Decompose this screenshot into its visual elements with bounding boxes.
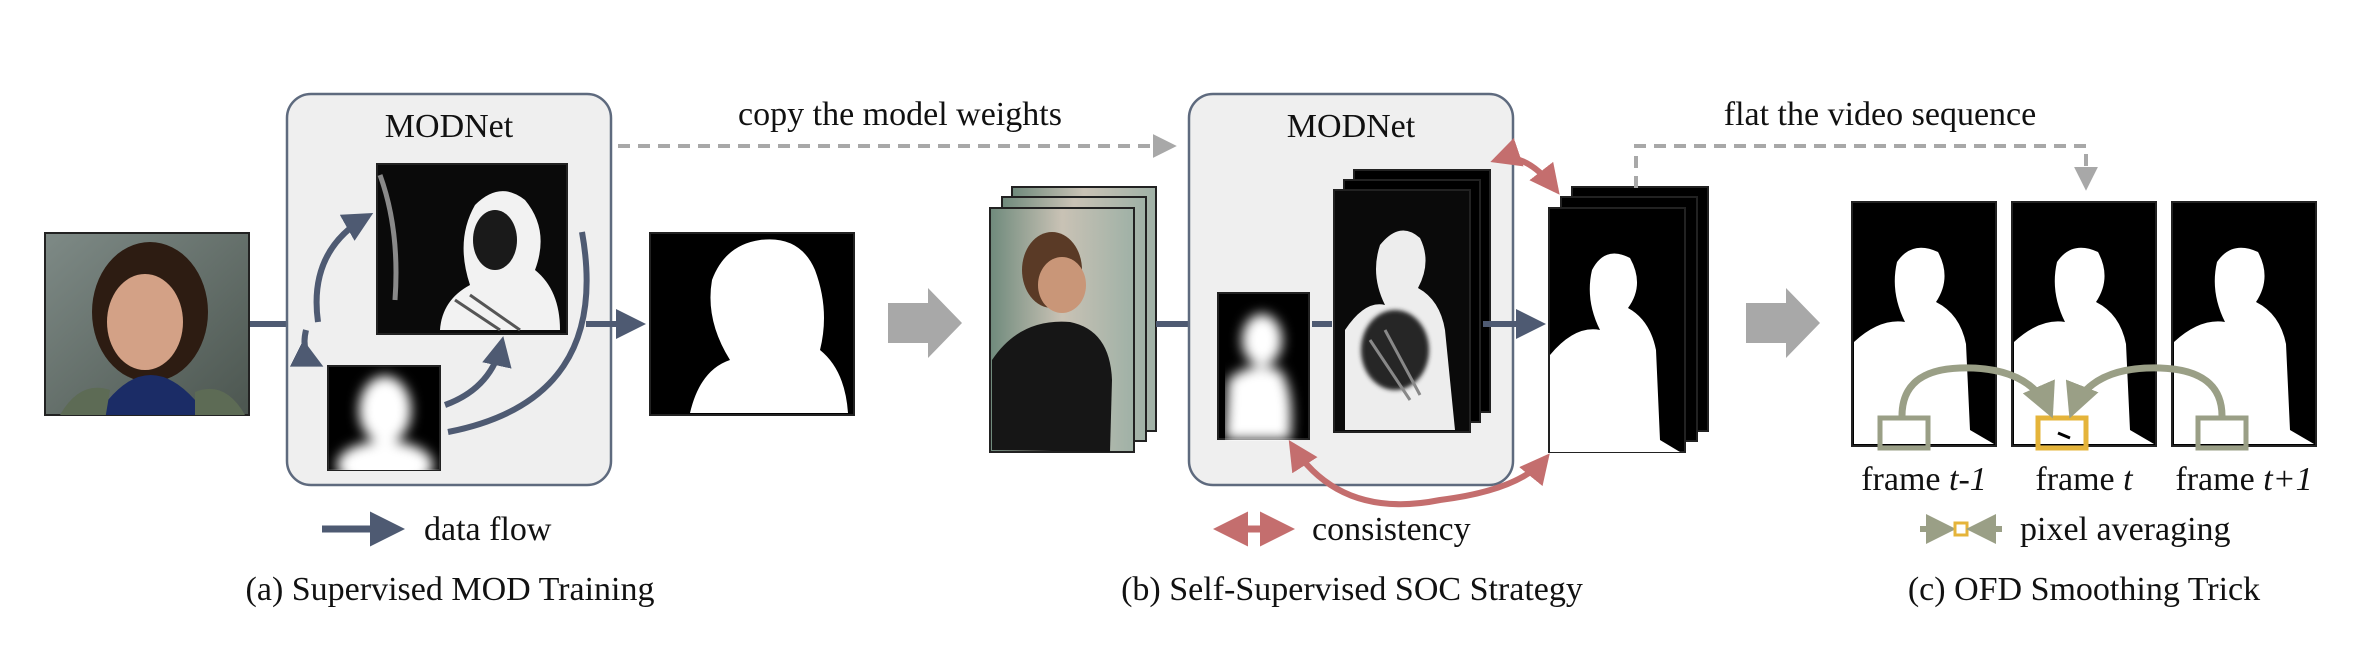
flow-arrow-semantic-to-fusion [447, 231, 590, 435]
stage-arrow-ab [888, 288, 962, 358]
input-portrait-image [44, 232, 250, 416]
legend-data-flow-label: data flow [424, 511, 552, 548]
copy-weights-label: copy the model weights [738, 96, 1062, 133]
flow-arrow-semantic [289, 329, 324, 367]
caption-c: (c) OFD Smoothing Trick [1908, 571, 2260, 608]
output-matte-image [649, 232, 855, 416]
caption-b: (b) Self-Supervised SOC Strategy [1121, 571, 1583, 608]
flow-arrow-semantic-to-detail [443, 336, 512, 408]
coarse-semantic-image-b [1217, 292, 1310, 440]
frame-prev-label: frame t-1 [1861, 461, 1987, 498]
consistency-arrow-top [1490, 138, 1560, 195]
frame-current-label: frame t [2035, 461, 2134, 498]
averaging-arrow-left [1898, 364, 2055, 419]
flat-video-arrow [1634, 144, 2098, 191]
detail-maps-stack [1333, 169, 1491, 433]
video-frames-stack [989, 186, 1157, 453]
modnet-title-a: MODNet [385, 108, 514, 145]
caption-a: (a) Supervised MOD Training [246, 571, 655, 608]
legend-consistency-label: consistency [1312, 511, 1471, 548]
frame-prev-image [1851, 201, 1997, 451]
flow-arrow-detail [313, 213, 374, 323]
flat-video-label: flat the video sequence [1724, 96, 2036, 133]
legend-pixel-averaging-label: pixel averaging [2020, 511, 2231, 548]
output-mattes-stack [1548, 186, 1709, 453]
coarse-semantic-image [327, 365, 441, 471]
consistency-arrow-bottom [1288, 439, 1550, 508]
averaging-arrow-right [2065, 364, 2226, 419]
frame-next-image [2171, 201, 2317, 451]
stage-arrow-bc [1746, 288, 1820, 358]
frame-next-label: frame t+1 [2175, 461, 2312, 498]
legend-pixel-averaging-icon [1920, 514, 2002, 544]
detail-prediction-image [376, 163, 568, 335]
frame-current-image [2011, 201, 2157, 451]
modnet-title-b: MODNet [1287, 108, 1416, 145]
